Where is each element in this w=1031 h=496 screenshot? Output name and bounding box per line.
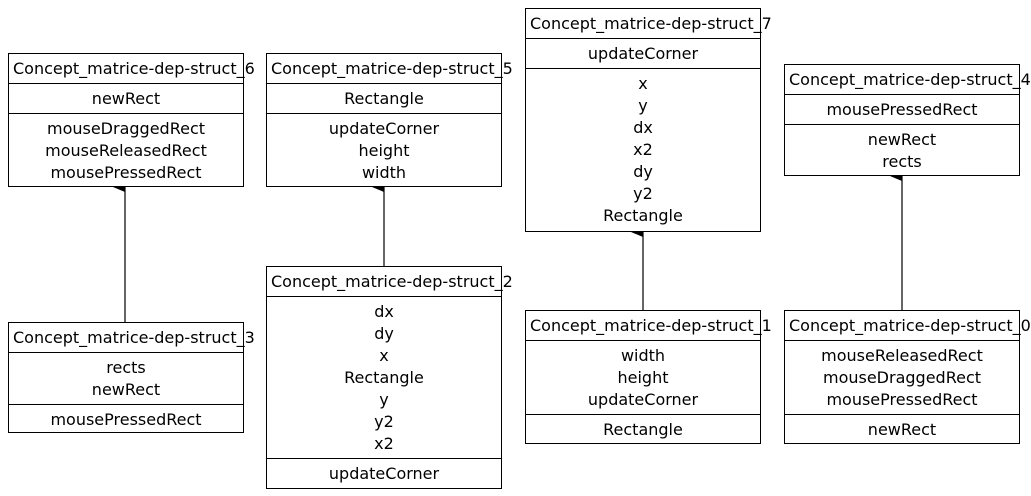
node-bottom-attributes: mousePressedRect xyxy=(9,404,243,434)
node-bottom-attributes: newRect xyxy=(785,414,1019,444)
attribute-item: x2 xyxy=(374,434,394,453)
attribute-item: x xyxy=(379,346,389,365)
attribute-item: updateCorner xyxy=(587,390,699,409)
attribute-item: dy xyxy=(633,162,653,181)
concept-node-2[interactable]: Concept_matrice-dep-struct_2 dx dy x Rec… xyxy=(266,266,513,489)
node-bottom-attributes: mouseDraggedRect mouseReleasedRect mouse… xyxy=(9,113,243,187)
node-bottom-attributes: Rectangle xyxy=(526,414,760,444)
attribute-item: mouseReleasedRect xyxy=(821,346,983,365)
attribute-item: mousePressedRect xyxy=(50,163,202,182)
attribute-item: updateCorner xyxy=(328,119,440,138)
attribute-item: width xyxy=(620,346,666,365)
attribute-item: width xyxy=(361,163,407,182)
attribute-item: updateCorner xyxy=(328,464,440,483)
node-top-attributes: updateCorner xyxy=(526,39,760,68)
node-top-attributes: mousePressedRect xyxy=(785,95,1019,124)
attribute-item: newRect xyxy=(91,380,161,399)
concept-node-5[interactable]: Concept_matrice-dep-struct_5 Rectangle u… xyxy=(266,53,513,187)
node-top-attributes: width height updateCorner xyxy=(526,341,760,414)
attribute-item: rects xyxy=(106,358,146,377)
concept-node-title: Concept_matrice-dep-struct_2 xyxy=(267,267,513,297)
attribute-item: mouseDraggedRect xyxy=(822,368,982,387)
attribute-item: rects xyxy=(882,152,922,171)
attribute-item: Rectangle xyxy=(603,420,683,439)
attribute-item: height xyxy=(617,368,669,387)
node-bottom-attributes: newRect rects xyxy=(785,124,1019,176)
attribute-item: mouseDraggedRect xyxy=(46,119,206,138)
attribute-item: y2 xyxy=(374,412,394,431)
attribute-item: x2 xyxy=(633,140,653,159)
attribute-item: dx xyxy=(374,302,394,321)
attribute-item: mouseReleasedRect xyxy=(45,141,207,160)
concept-node-7[interactable]: Concept_matrice-dep-struct_7 updateCorne… xyxy=(525,8,772,232)
attribute-item: updateCorner xyxy=(587,44,699,63)
concept-node-6[interactable]: Concept_matrice-dep-struct_6 newRect mou… xyxy=(8,53,255,187)
attribute-item: mousePressedRect xyxy=(826,390,978,409)
attribute-item: x xyxy=(638,74,648,93)
attribute-item: newRect xyxy=(91,89,161,108)
node-top-attributes: rects newRect xyxy=(9,353,243,404)
attribute-item: dx xyxy=(633,118,653,137)
node-bottom-attributes: x y dx x2 dy y2 Rectangle xyxy=(526,68,760,230)
concept-node-3[interactable]: Concept_matrice-dep-struct_3 rects newRe… xyxy=(8,322,255,434)
node-top-attributes: newRect xyxy=(9,84,243,113)
concept-node-title: Concept_matrice-dep-struct_0 xyxy=(785,311,1031,341)
attribute-item: y xyxy=(379,390,389,409)
attribute-item: Rectangle xyxy=(344,89,424,108)
attribute-item: height xyxy=(358,141,410,160)
concept-node-1[interactable]: Concept_matrice-dep-struct_1 width heigh… xyxy=(525,310,772,444)
concept-node-title: Concept_matrice-dep-struct_1 xyxy=(526,311,772,341)
attribute-item: mousePressedRect xyxy=(50,410,202,429)
attribute-item: newRect xyxy=(867,420,937,439)
concept-node-title: Concept_matrice-dep-struct_7 xyxy=(526,9,772,39)
concept-node-title: Concept_matrice-dep-struct_3 xyxy=(9,323,255,353)
attribute-item: newRect xyxy=(867,130,937,149)
attribute-item: Rectangle xyxy=(344,368,424,387)
concept-node-0[interactable]: Concept_matrice-dep-struct_0 mouseReleas… xyxy=(784,310,1031,444)
node-bottom-attributes: updateCorner height width xyxy=(267,113,501,187)
attribute-item: Rectangle xyxy=(603,206,683,225)
attribute-item: y xyxy=(638,96,648,115)
node-bottom-attributes: updateCorner xyxy=(267,458,501,488)
concept-node-title: Concept_matrice-dep-struct_5 xyxy=(267,54,513,84)
node-top-attributes: dx dy x Rectangle y y2 x2 xyxy=(267,297,501,458)
concept-node-title: Concept_matrice-dep-struct_6 xyxy=(9,54,255,84)
attribute-item: y2 xyxy=(633,184,653,203)
attribute-item: dy xyxy=(374,324,394,343)
concept-node-title: Concept_matrice-dep-struct_4 xyxy=(785,65,1031,95)
attribute-item: mousePressedRect xyxy=(826,100,978,119)
node-top-attributes: Rectangle xyxy=(267,84,501,113)
concept-node-4[interactable]: Concept_matrice-dep-struct_4 mousePresse… xyxy=(784,64,1031,176)
node-top-attributes: mouseReleasedRect mouseDraggedRect mouse… xyxy=(785,341,1019,414)
